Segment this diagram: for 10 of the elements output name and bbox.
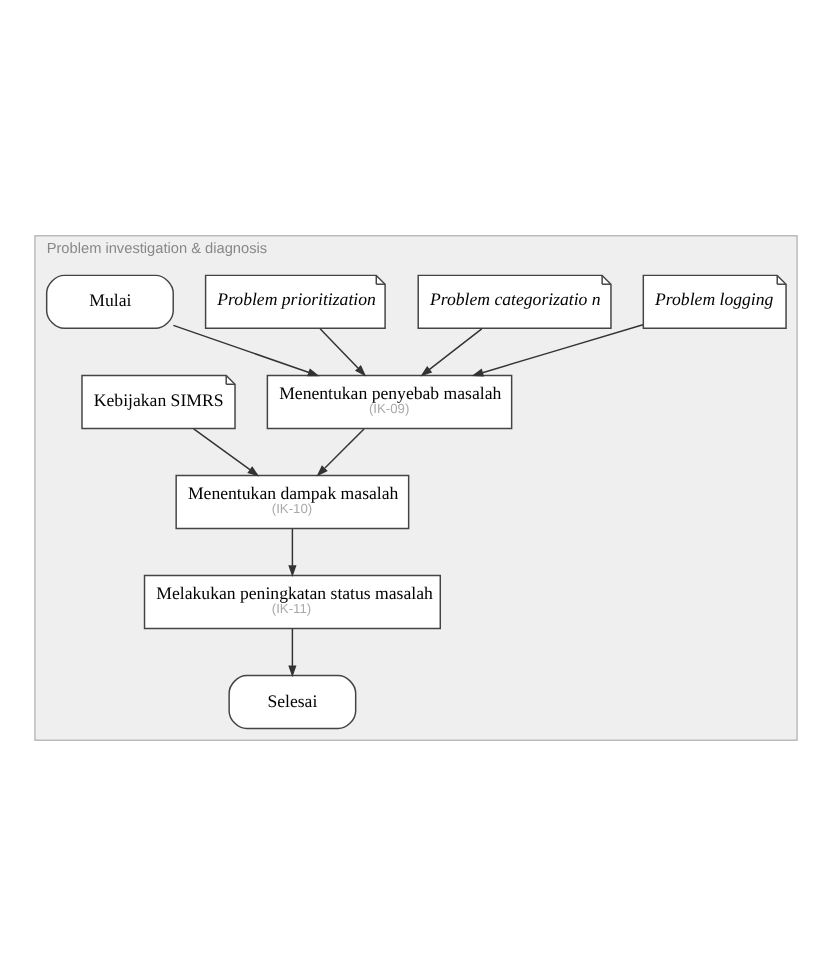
arrow (471, 323, 644, 376)
arrow (172, 323, 320, 376)
node-box: Selesai (228, 673, 357, 729)
arrow (420, 327, 483, 376)
arrow (316, 427, 365, 476)
arrow (319, 327, 367, 376)
node-box: Mulai (45, 273, 174, 329)
arrow (288, 527, 297, 577)
arrow (192, 427, 260, 476)
arrow (288, 627, 297, 677)
